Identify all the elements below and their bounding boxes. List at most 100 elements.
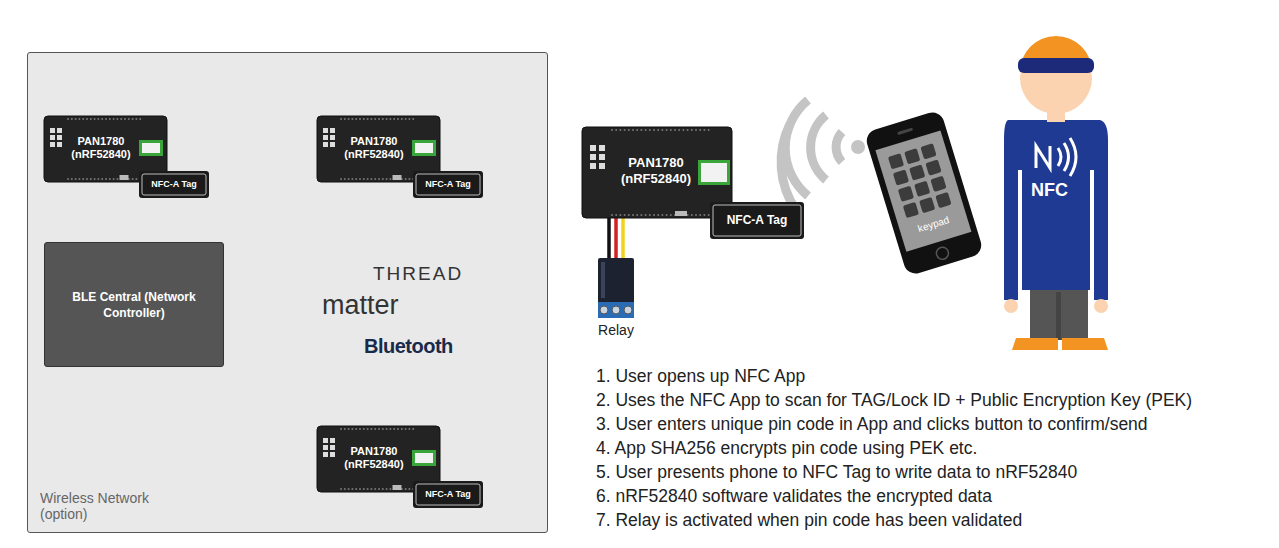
header-pin: [105, 118, 107, 120]
header-pin: [370, 118, 372, 120]
header-pin: [661, 129, 663, 131]
header-pin: [355, 178, 357, 180]
header-pin: [640, 214, 642, 216]
tag-inner-border: [416, 484, 480, 505]
header-pin: [624, 214, 626, 216]
pin-pad: [323, 445, 328, 450]
keypad-key: [904, 148, 920, 164]
header-pin: [408, 428, 410, 430]
header-pin: [340, 118, 342, 120]
speaker: [897, 128, 913, 136]
wire: [614, 218, 618, 258]
header-pin: [636, 214, 638, 216]
header-pin: [71, 178, 73, 180]
relay-module: Relay: [588, 256, 644, 342]
pin-pad: [50, 128, 55, 133]
tag-body: [413, 171, 483, 198]
header-pin: [82, 118, 84, 120]
keypad-key: [914, 181, 930, 197]
step-text: 2. Uses the NFC App to scan for TAG/Lock…: [596, 388, 1274, 412]
nfc-waves: [781, 100, 842, 210]
header-pin: [611, 129, 613, 131]
header-pin: [682, 129, 684, 131]
terminal-screw: [624, 306, 632, 314]
header-pin: [401, 118, 403, 120]
header-pin: [67, 178, 69, 180]
pin-pad: [599, 154, 605, 160]
header-pin: [611, 214, 613, 216]
header-pin: [101, 118, 103, 120]
header-pin: [340, 178, 342, 180]
nfc-tag: NFC-A Tag: [413, 481, 483, 508]
header-pin: [674, 129, 676, 131]
header-pin: [703, 214, 705, 216]
controller-box: BLE Central (Network Controller): [44, 242, 224, 367]
header-pin: [359, 488, 361, 490]
antenna-chip: [412, 450, 436, 466]
tag-inner-border: [416, 174, 480, 195]
header-pin: [699, 129, 701, 131]
pin-pad: [57, 135, 62, 140]
header-pin: [386, 178, 388, 180]
header-pin: [90, 178, 92, 180]
terminal-block: [598, 302, 634, 318]
keypad-key: [898, 186, 914, 202]
step-text: 7. Relay is activated when pin code has …: [596, 508, 1274, 532]
keypad-key: [893, 169, 909, 185]
header-pin: [653, 129, 655, 131]
header-pin: [105, 178, 107, 180]
node-text: NFC-A Tag: [413, 481, 483, 508]
header-pin: [374, 118, 376, 120]
header-pin: [408, 178, 410, 180]
header-pin: [94, 178, 96, 180]
header-pin: [670, 129, 672, 131]
header-pin: [374, 488, 376, 490]
header-pin: [412, 118, 414, 120]
relay-body: [598, 258, 634, 304]
tag-inner-border: [142, 174, 206, 195]
header-pin: [82, 178, 84, 180]
nfc-tag: NFC-A Tag: [139, 171, 209, 198]
tag-body: [139, 171, 209, 198]
header-pin: [649, 214, 651, 216]
node-text: Wireless Network (option): [40, 490, 180, 522]
nfc-tag: NFC-A Tag: [413, 171, 483, 198]
header-pin: [632, 214, 634, 216]
step-text: 3. User enters unique pin code in App an…: [596, 412, 1274, 436]
pin-pad: [57, 128, 62, 133]
wire-bundle: [609, 218, 623, 258]
nfc-tag: NFC-A Tag: [710, 202, 804, 239]
header-pin: [408, 118, 410, 120]
keypad-key: [930, 176, 946, 192]
pin-pad: [590, 145, 596, 151]
pin-pad: [323, 142, 328, 147]
header-pin: [109, 178, 111, 180]
header-pin: [132, 178, 134, 180]
keypad-key: [888, 153, 904, 169]
pin-pad: [330, 452, 335, 457]
module-board: PAN1780 (nRF52840): [582, 127, 732, 218]
header-pin: [405, 428, 407, 430]
header-pin: [687, 129, 689, 131]
keypad-key: [920, 143, 936, 159]
usb-port: [675, 211, 687, 216]
node-text: BLE Central (Network Controller): [55, 289, 213, 321]
header-pin: [359, 428, 361, 430]
wire: [607, 218, 611, 258]
step-text: 1. User opens up NFC App: [596, 364, 1274, 388]
header-pin: [90, 118, 92, 120]
terminal-screw: [612, 306, 620, 314]
header-pin: [382, 428, 384, 430]
header-pin: [128, 118, 130, 120]
nfc-dot: [851, 140, 865, 154]
header-pin: [78, 178, 80, 180]
header-pin: [393, 428, 395, 430]
header-pin: [657, 214, 659, 216]
header-pin: [351, 118, 353, 120]
header-pin: [382, 178, 384, 180]
board-body: [582, 127, 732, 218]
logo-text: matter: [322, 290, 399, 321]
header-pin: [382, 488, 384, 490]
header-pin: [94, 118, 96, 120]
